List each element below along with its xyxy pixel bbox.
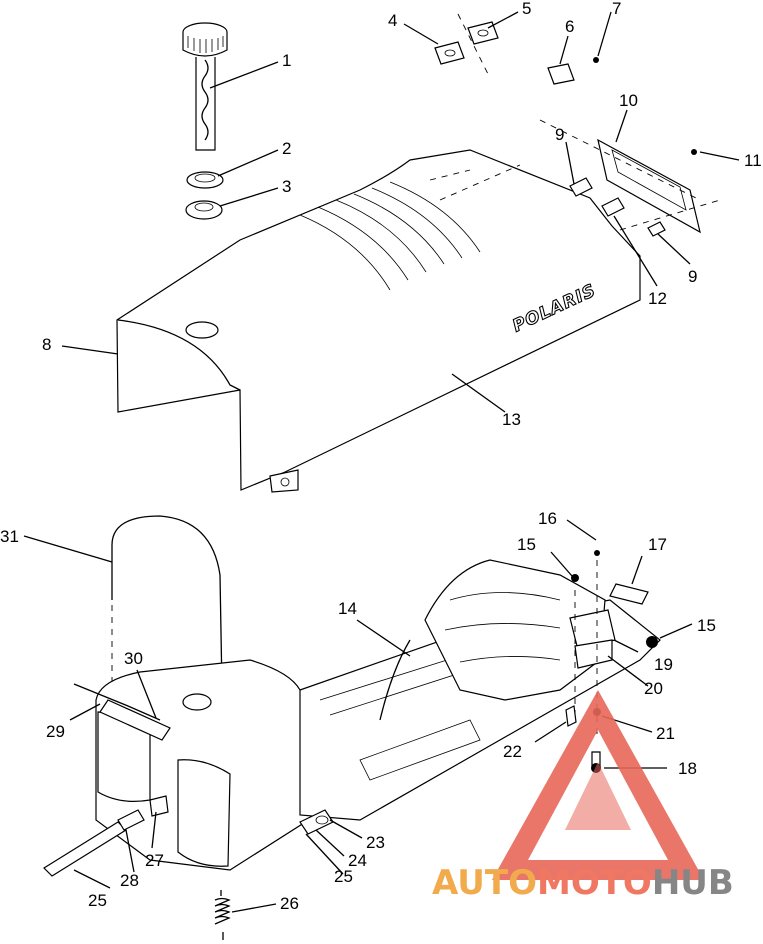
callout-25b: 25 — [334, 867, 353, 886]
fuel-neck-grommet — [185, 200, 223, 220]
watermark-text-hub: HUB — [652, 863, 734, 903]
callout-27: 27 — [145, 851, 164, 870]
seat-assembly: POLARIS — [116, 13, 721, 493]
callout-16: 16 — [538, 509, 557, 528]
callout-17: 17 — [648, 535, 667, 554]
seat-rear-bracket — [539, 119, 721, 237]
drain-spring — [214, 890, 231, 940]
fuel-line — [43, 795, 169, 877]
callout-6: 6 — [565, 17, 574, 36]
callout-3: 3 — [282, 177, 291, 196]
watermark-text-auto: AUTO — [432, 863, 537, 903]
latch-bracket — [569, 550, 658, 740]
svg-text:AUTOMOTOHUB: AUTOMOTOHUB — [432, 863, 734, 903]
callout-24: 24 — [348, 851, 367, 870]
callout-11: 11 — [744, 151, 762, 170]
callout-23: 23 — [366, 833, 385, 852]
watermark-triangle — [492, 690, 704, 880]
seat-hardware — [434, 13, 599, 85]
seat-body: POLARIS — [116, 149, 641, 493]
callout-7: 7 — [612, 0, 621, 18]
tank-assembly — [43, 515, 661, 940]
callout-28: 28 — [120, 871, 139, 890]
callout-15a: 15 — [517, 535, 536, 554]
airbox-cover — [424, 559, 606, 701]
watermark-text-moto: MOTO — [537, 863, 652, 903]
callout-19: 19 — [654, 655, 673, 674]
callout-10: 10 — [619, 91, 638, 110]
callout-9a: 9 — [555, 125, 564, 144]
callout-labels: 1 2 3 4 5 6 7 8 9 10 11 9 12 13 31 16 17… — [0, 0, 762, 913]
callout-8: 8 — [42, 335, 51, 354]
callout-13: 13 — [502, 410, 521, 429]
vent-hose — [111, 515, 223, 691]
fuel-tank — [95, 659, 346, 871]
callout-30: 30 — [124, 649, 143, 668]
callout-25a: 25 — [88, 891, 107, 910]
callout-26: 26 — [280, 894, 299, 913]
callout-15b: 15 — [697, 616, 716, 635]
callout-2: 2 — [282, 139, 291, 158]
callout-21: 21 — [656, 724, 675, 743]
callout-22: 22 — [503, 742, 522, 761]
watermark: AUTOMOTOHUB — [432, 690, 734, 903]
tank-strap — [73, 683, 161, 721]
callout-5: 5 — [522, 0, 531, 18]
callout-4: 4 — [388, 11, 397, 30]
callout-18: 18 — [678, 759, 697, 778]
callout-9b: 9 — [688, 267, 697, 286]
fuel-neck-gasket — [186, 171, 224, 189]
callout-1: 1 — [282, 51, 291, 70]
callout-20: 20 — [644, 679, 663, 698]
callout-14: 14 — [338, 599, 357, 618]
callout-29: 29 — [46, 722, 65, 741]
callout-31: 31 — [0, 527, 19, 546]
fuel-cap — [182, 22, 228, 151]
callout-12: 12 — [648, 289, 667, 308]
